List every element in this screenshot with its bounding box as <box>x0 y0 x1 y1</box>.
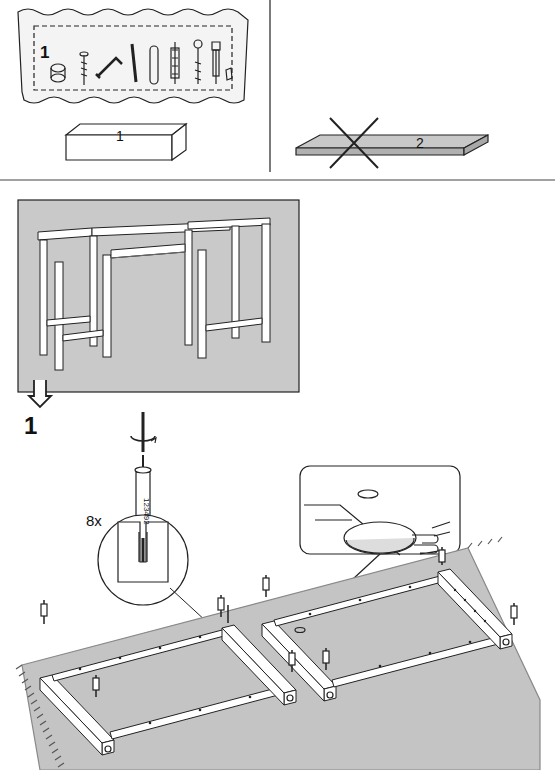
box-number: 1 <box>116 129 124 143</box>
bag-number: 1 <box>40 44 49 61</box>
step-number: 1 <box>24 414 37 438</box>
part-number: 123492 <box>142 498 150 525</box>
quantity-label: 8x <box>86 513 102 528</box>
board-number: 2 <box>416 136 424 150</box>
